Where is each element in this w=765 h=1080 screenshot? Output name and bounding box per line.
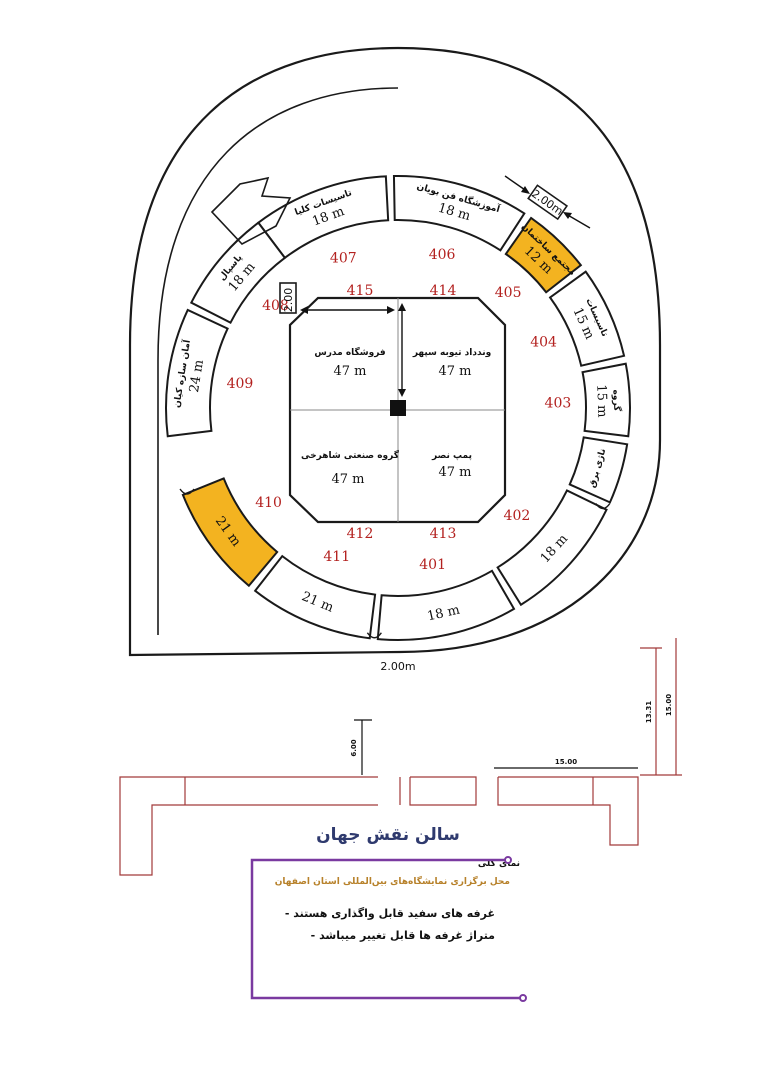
booth-401 [376,569,516,641]
booth-403-size: 15 m [593,384,609,418]
booth-403-number: 403 [545,395,572,411]
center-booth-1-name: فروشگاه مدرس [314,346,385,358]
booth-403-name: گروه [610,389,623,412]
booth-409-number: 409 [227,376,254,392]
center-booth-1-size: 47 m [333,364,366,379]
dim-arrow-top-right-2-head [563,212,572,219]
center-booth-3-size: 47 m [331,472,364,487]
doorway [179,488,195,495]
entrance-top-left [210,176,292,245]
booth-401-size: 18 m [426,603,461,625]
booth-407 [256,175,390,260]
subtitle-venue: محل برگزاری نمایشگاه‌های بین‌المللی استا… [275,875,510,887]
center-booth-2-name: وندداد تیوبه سپهر [412,348,491,358]
center-label-414: 414 [430,283,457,299]
center-label-413: 413 [430,526,457,542]
booth-408 [189,221,287,324]
booth-406-number: 406 [429,247,456,263]
note-2: - متراژ غرفه ها قابل تغییر میباشد [311,929,495,942]
booth-404-number: 404 [530,335,557,351]
booth-408-number: 408 [262,298,289,314]
subtitle-overview: نمای کلی [478,859,520,869]
booth-402 [496,489,608,607]
center-booth-4-name: پمپ نصر [431,451,472,461]
center-pillar [390,400,406,416]
center-dim-label: 2.00 [282,288,295,313]
lower-wall-right [497,776,639,846]
center-booth-2-size: 47 m [438,364,471,379]
purple-bracket [250,858,520,1000]
note-1: - غرفه های سفید قابل واگذاری هستند [285,907,495,920]
lower-wall-mid [409,776,477,806]
lower-plan: 6.00 15.00 13.31 15.00 [119,638,682,876]
center-booth-3-name: گروه صنعتی شاهرخی [301,449,400,461]
booth-410-number: 410 [255,495,282,511]
booth-406 [392,175,526,252]
dim-box-top-right [527,184,569,221]
lower-dim-d: 15.00 [665,694,673,716]
purple-bracket-dot-top [504,856,512,864]
lower-wall-left [119,776,378,876]
booth-409-size: 24 m [187,359,207,394]
doorway [366,632,382,639]
booth-411 [253,554,377,640]
center-arrow-h-head-left [300,306,308,314]
doorway [595,503,611,510]
hall-inner-outline [157,87,399,635]
center-label-415: 415 [347,283,374,299]
center-label-412: 412 [347,526,374,542]
center-arrow-v-head-bottom [398,389,406,397]
dim-bottom: 2.00m [380,660,415,673]
dim-arrow-top-right-1-head [521,186,530,194]
booth-401-number: 401 [419,557,446,573]
booth-404 [548,270,626,367]
center-booth-4-size: 47 m [438,465,471,480]
booth-407-number: 407 [330,251,357,267]
booth-409 [165,308,229,438]
booth-411-number: 411 [323,549,350,565]
purple-bracket-dot-bottom [519,994,527,1002]
booth-402-number: 402 [504,508,531,524]
center-arrow-h-head-right [387,306,395,314]
booth-403 [581,362,631,438]
lower-dim-b: 15.00 [555,758,577,766]
lower-dim-c: 13.31 [645,701,653,723]
booth-405 [504,216,583,294]
hall-title: سالن نقش جهان [316,825,460,845]
center-arrow-v-head-top [398,303,406,311]
dim-arrow-top-right-2 [565,213,591,229]
booth-405-number: 405 [495,285,522,301]
booth-small [568,436,629,504]
lower-dim-a: 6.00 [350,739,358,756]
booth-410 [181,477,279,588]
center-dim-box [279,282,297,314]
